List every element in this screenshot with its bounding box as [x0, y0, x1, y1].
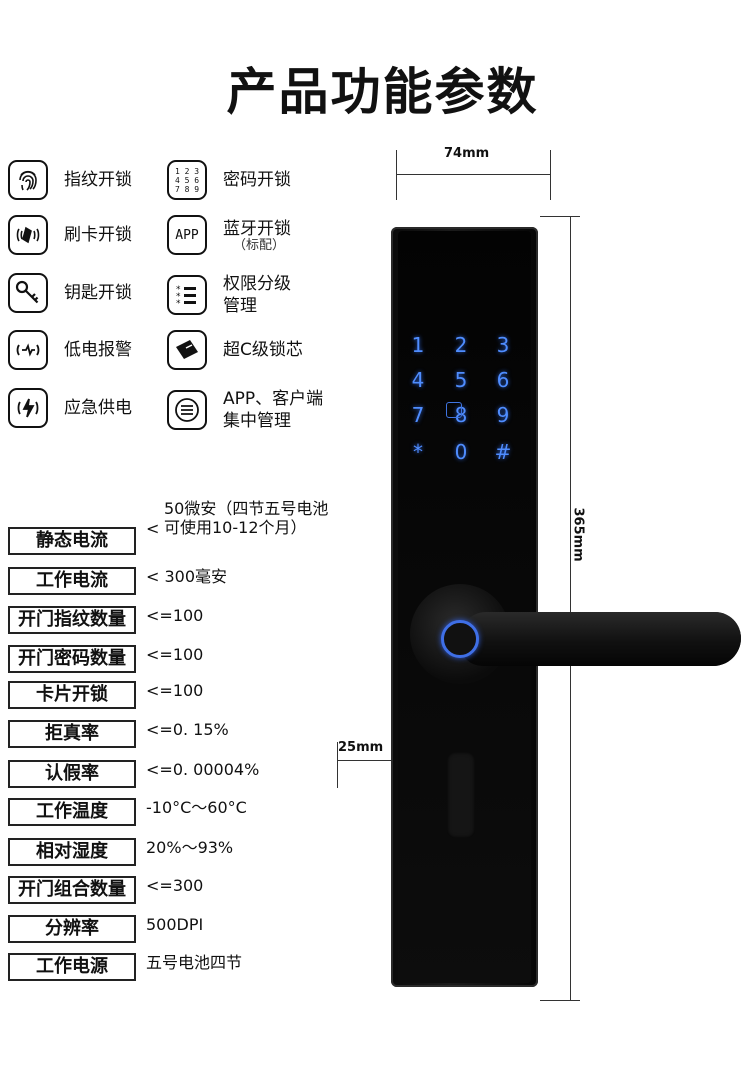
feature-label: 蓝牙开锁	[223, 219, 291, 239]
feature-label: 低电报警	[64, 340, 132, 360]
height-dim-bottom-tick	[540, 1000, 580, 1001]
spec-value: < 300毫安	[146, 567, 228, 586]
key-cover	[447, 752, 475, 838]
depth-dim-left-tick	[337, 742, 338, 788]
svg-text:*: *	[176, 285, 181, 295]
depth-dimension: 25mm	[338, 740, 384, 755]
height-dimension: 365mm	[570, 507, 586, 562]
spec-key: 开门组合数量	[8, 876, 136, 904]
depth-dim-line	[337, 760, 391, 761]
feature-label: 刷卡开锁	[64, 225, 132, 245]
keypad-key: 1	[411, 333, 425, 357]
feature-label: 权限分级 管理	[223, 274, 291, 316]
key-icon	[8, 273, 48, 313]
keypad-key: 3	[496, 333, 510, 357]
feature-item: APP 蓝牙开锁（标配）	[167, 215, 291, 255]
app-icon: APP	[167, 215, 207, 255]
spec-key: 开门指纹数量	[8, 606, 136, 634]
spec-key: 开门密码数量	[8, 645, 136, 673]
feature-item: 低电报警	[8, 330, 132, 370]
spec-key: 拒真率	[8, 720, 136, 748]
keypad-icon: 1 2 3 4 5 6 7 8 9	[167, 160, 207, 200]
keypad-key: 6	[496, 368, 510, 392]
feature-label: 钥匙开锁	[64, 283, 132, 303]
feature-item: 超C级锁芯	[167, 330, 303, 370]
svg-text:*: *	[176, 299, 181, 309]
svg-text:*: *	[176, 292, 181, 302]
feature-label: 指纹开锁	[64, 170, 132, 190]
keypad-key: 2	[454, 333, 468, 357]
permission-list-icon: ***	[167, 275, 207, 315]
feature-item: 钥匙开锁	[8, 273, 132, 313]
feature-label: 应急供电	[64, 398, 132, 418]
height-dim-top-tick	[540, 216, 580, 217]
keypad-key: 7	[411, 403, 425, 427]
spec-value: 500DPI	[146, 915, 204, 934]
feature-item: ***权限分级 管理	[167, 273, 291, 317]
spec-value: <=100	[146, 681, 204, 700]
feature-sublabel: （标配）	[233, 238, 286, 253]
width-dim-right-tick	[550, 150, 551, 200]
spec-value: <=300	[146, 876, 204, 895]
keypad-key: *	[413, 440, 423, 464]
spec-value: -10°C～60°C	[146, 798, 247, 817]
feature-item: 1 2 3 4 5 6 7 8 9 密码开锁	[167, 160, 291, 200]
feature-item: APP、客户端 集中管理	[167, 388, 323, 432]
emergency-power-icon	[8, 388, 48, 428]
feature-label: APP、客户端 集中管理	[223, 389, 324, 431]
spec-key: 认假率	[8, 760, 136, 788]
page-title: 产品功能参数	[226, 63, 539, 121]
spec-value: <=0. 15%	[146, 720, 229, 739]
keypad-key: 9	[496, 403, 510, 427]
spec-prefix: <	[146, 519, 160, 538]
feature-item: 应急供电	[8, 388, 132, 428]
keypad-key: 0	[454, 440, 468, 464]
icon-text: APP	[175, 227, 199, 243]
width-dimension: 74mm	[444, 146, 490, 161]
low-battery-icon	[8, 330, 48, 370]
keypad-key: 4	[411, 368, 425, 392]
feature-item: 刷卡开锁	[8, 215, 132, 255]
spec-key: 工作温度	[8, 798, 136, 826]
lock-core-icon	[167, 330, 207, 370]
spec-value: 五号电池四节	[146, 953, 243, 972]
fingerprint-sensor	[441, 620, 479, 658]
handle-lever	[460, 612, 741, 666]
width-dim-left-tick	[396, 150, 397, 200]
spec-key: 卡片开锁	[8, 681, 136, 709]
keypad-key: #	[494, 440, 512, 464]
spec-key: 分辨率	[8, 915, 136, 943]
spec-key: 工作电流	[8, 567, 136, 595]
fingerprint-icon	[8, 160, 48, 200]
width-dim-line	[396, 174, 551, 175]
spec-value: 20%～93%	[146, 838, 234, 857]
spec-key: 工作电源	[8, 953, 136, 981]
spec-value: 50微安（四节五号电池可使用10-12个月）	[164, 499, 329, 537]
card-reader-icon	[446, 402, 462, 418]
height-dim-line	[570, 216, 571, 1001]
feature-label: 密码开锁	[223, 170, 291, 190]
keypad-key: 5	[454, 368, 468, 392]
icon-text: 1 2 3 4 5 6 7 8 9	[174, 166, 200, 194]
spec-value: <=100	[146, 606, 204, 625]
feature-label: 超C级锁芯	[223, 340, 303, 360]
feature-item: 指纹开锁	[8, 160, 132, 200]
spec-value: <=0. 00004%	[146, 760, 260, 779]
card-icon	[8, 215, 48, 255]
spec-key: 相对湿度	[8, 838, 136, 866]
management-menu-icon	[167, 390, 207, 430]
spec-key: 静态电流	[8, 527, 136, 555]
spec-value: <=100	[146, 645, 204, 664]
